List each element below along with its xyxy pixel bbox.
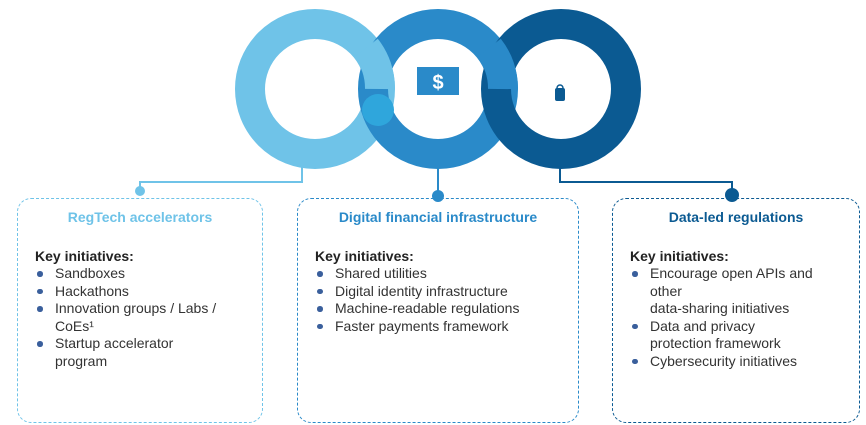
list-item-line: Data and privacy (650, 317, 756, 334)
list-item-line: Shared utilities (335, 265, 427, 281)
list-item-line: data-sharing initiatives (650, 300, 790, 316)
card-title: RegTech accelerators (67, 209, 213, 225)
card-title: Digital financial infrastructure (338, 209, 538, 225)
ring-dark (481, 9, 641, 169)
card-body: Key initiatives: Encourage open APIs and… (630, 248, 847, 370)
initiatives-list: Shared utilities Digital identity infras… (315, 265, 566, 335)
archive-drawer-lock-icon (535, 57, 587, 110)
list-item-line: program (55, 352, 108, 369)
list-item-line: Innovation groups / Labs / (55, 300, 217, 316)
list-item-line: Encourage open APIs and (650, 265, 813, 281)
connector-dot-infra (432, 190, 444, 202)
list-item-line: Sandboxes (55, 265, 126, 281)
data-led-regulations-card: Data-led regulations Key initiatives: En… (612, 198, 860, 423)
key-initiatives-label: Key initiatives: (35, 248, 134, 264)
ring-mid-overlap (476, 38, 518, 90)
list-item-line: other (650, 282, 682, 299)
list-item-line: Digital identity infrastructure (335, 282, 508, 299)
initiatives-list: Sandboxes Hackathons Innovation groups /… (35, 265, 250, 370)
list-item: Machine-readable regulations (315, 300, 566, 318)
list-item-line: Faster payments framework (335, 317, 509, 334)
ring-light-joint (362, 94, 394, 126)
bank-building-icon (286, 56, 349, 105)
list-item: Innovation groups / Labs /CoEs¹ (35, 300, 250, 335)
list-item: Sandboxes (35, 265, 250, 283)
connector-line-data (559, 166, 733, 190)
connector-dot-regtech (135, 186, 145, 196)
card-body: Key initiatives: Sandboxes Hackathons In… (35, 248, 250, 370)
regtech-accelerators-card: RegTech accelerators Key initiatives: Sa… (17, 198, 263, 423)
key-initiatives-label: Key initiatives: (630, 248, 729, 264)
card-title: Data-led regulations (668, 209, 804, 225)
dollar-monitor-icon: $ (412, 62, 464, 112)
list-item-line: Cybersecurity initiatives (650, 352, 798, 369)
card-body: Key initiatives: Shared utilities Digita… (315, 248, 566, 335)
connector-line-regtech (139, 166, 303, 187)
digital-financial-infrastructure-card: Digital financial infrastructure Key ini… (297, 198, 579, 423)
list-item-line: Hackathons (55, 282, 129, 299)
svg-text:$: $ (432, 72, 443, 94)
key-initiatives-label: Key initiatives: (315, 248, 414, 264)
list-item-line: Startup accelerator (55, 335, 174, 351)
list-item: Faster payments framework (315, 318, 566, 336)
list-item-line: protection framework (650, 335, 781, 351)
list-item: Digital identity infrastructure (315, 283, 566, 301)
list-item: Hackathons (35, 283, 250, 301)
list-item: Cybersecurity initiatives (630, 353, 847, 371)
ring-light-overlap (353, 38, 395, 90)
list-item-line: CoEs¹ (55, 317, 94, 334)
list-item-line: Machine-readable regulations (335, 300, 520, 316)
list-item: Shared utilities (315, 265, 566, 283)
